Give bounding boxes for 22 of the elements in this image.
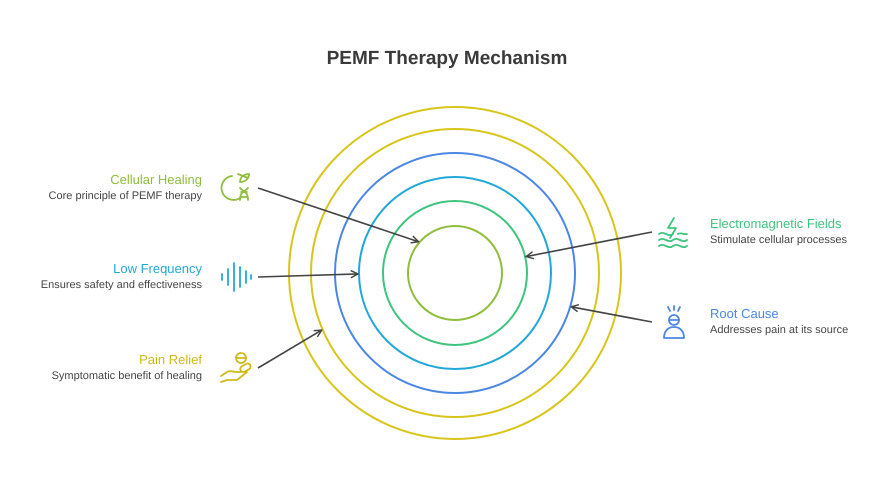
title: PEMF Therapy Mechanism: [326, 48, 568, 70]
label-heading: Low Frequency: [113, 261, 202, 276]
arrow: [570, 304, 652, 323]
arrow: [258, 187, 420, 244]
label-description: Ensures safety and effectiveness: [40, 279, 202, 291]
ring: [382, 200, 528, 346]
label-description: Core principle of PEMF therapy: [48, 190, 202, 202]
ring: [288, 106, 622, 440]
label-heading: Root Cause: [710, 306, 779, 321]
ring: [310, 128, 600, 418]
arrow: [258, 270, 359, 278]
label-heading: Electromagnetic Fields: [710, 216, 842, 231]
label-heading: Pain Relief: [139, 352, 202, 367]
ring: [334, 152, 576, 394]
arrow: [525, 231, 652, 260]
label-heading: Cellular Healing: [110, 172, 202, 187]
label-description: Addresses pain at its source: [710, 324, 848, 336]
label-description: Symptomatic benefit of healing: [52, 370, 202, 382]
ring: [358, 176, 552, 370]
label-description: Stimulate cellular processes: [710, 234, 847, 246]
ring: [407, 225, 503, 321]
arrow: [258, 329, 322, 369]
